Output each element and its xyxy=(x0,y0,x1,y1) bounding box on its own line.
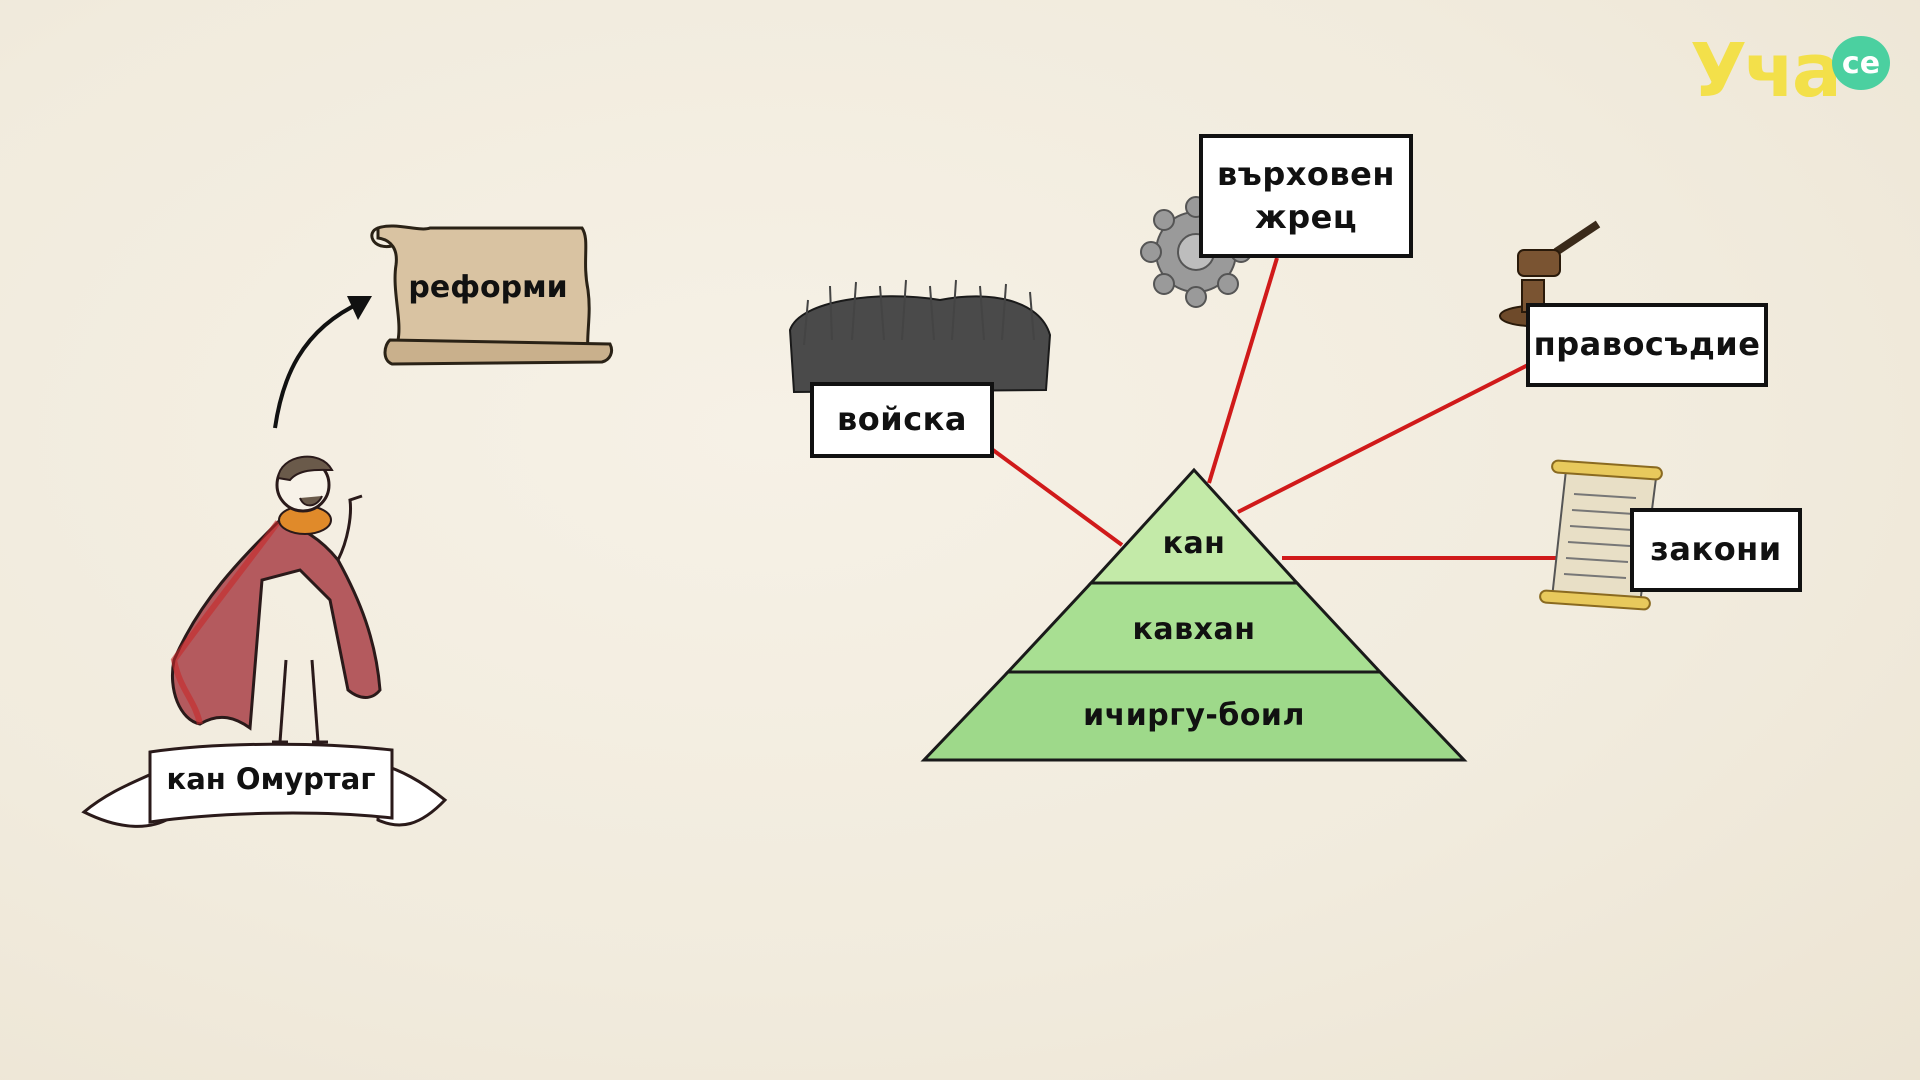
connector-army xyxy=(991,448,1124,547)
node-justice-label: правосъдие xyxy=(1533,325,1761,364)
node-army: войска xyxy=(810,382,994,458)
pyramid-level-3-label: ичиргу-боил xyxy=(1083,698,1305,733)
arrow-to-reforms xyxy=(273,296,372,429)
army-icon xyxy=(788,279,1052,394)
reforms-scroll-icon xyxy=(370,224,614,366)
pyramid-level-2-label: кавхан xyxy=(1132,612,1256,647)
pyramid-level-1-label: кан xyxy=(1162,526,1226,561)
pyramid-level-3 xyxy=(920,670,1468,762)
connector-lines xyxy=(991,257,1558,560)
brand-logo-bubble: се xyxy=(1832,36,1890,90)
node-high-priest: върховен жрец xyxy=(1199,134,1413,258)
connector-priest xyxy=(1207,257,1279,484)
name-banner xyxy=(81,742,448,828)
node-priest-line1: върховен xyxy=(1217,154,1395,193)
khan-omurtag-figure xyxy=(170,455,382,744)
node-priest-line2: жрец xyxy=(1254,198,1358,236)
ruler-name-label: кан Омуртаг xyxy=(166,762,376,796)
node-army-label: войска xyxy=(837,400,967,439)
node-laws-label: закони xyxy=(1650,530,1782,569)
brand-logo[interactable]: Уча xyxy=(1690,28,1842,114)
reforms-label: реформи xyxy=(408,270,568,305)
node-justice: правосъдие xyxy=(1526,303,1768,387)
connector-justice xyxy=(1237,363,1529,514)
pyramid xyxy=(920,467,1468,762)
node-laws: закони xyxy=(1630,508,1802,592)
